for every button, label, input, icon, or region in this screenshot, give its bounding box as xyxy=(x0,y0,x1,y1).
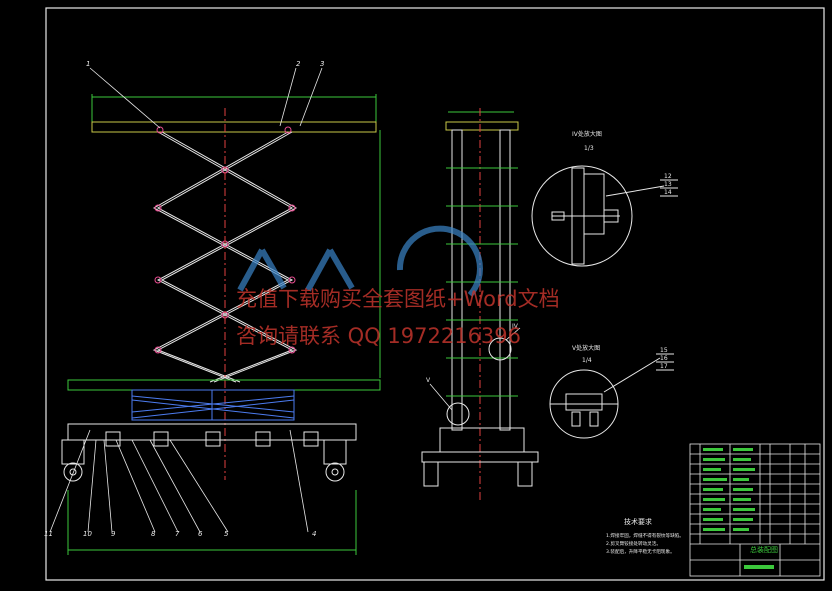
detail-view-v xyxy=(549,353,674,439)
part-number-9: 9 xyxy=(111,530,116,538)
part-number-8: 8 xyxy=(151,530,156,538)
part-number-14: 14 xyxy=(664,189,672,196)
part-number-12: 12 xyxy=(664,173,672,180)
detail-iv-scale: 1/3 xyxy=(584,145,594,152)
watermark-line-2: 咨询请联系 QQ 1972216396 xyxy=(236,324,522,348)
front-view xyxy=(49,67,381,555)
part-number-17: 17 xyxy=(660,363,668,370)
watermark-line-1: 充值下载购买全套图纸+Word文档 xyxy=(236,287,560,311)
part-number-4: 4 xyxy=(312,530,316,538)
detail-marker-iv: IV xyxy=(512,323,519,330)
drawing-border xyxy=(45,7,825,581)
scissor-arms xyxy=(152,131,298,383)
leader-lines xyxy=(49,67,323,533)
top-platform xyxy=(91,121,377,133)
side-view xyxy=(421,108,539,500)
tech-requirements-title: 技术要求 xyxy=(624,517,652,526)
part-number-11: 11 xyxy=(44,530,53,538)
tech-requirement-line: 2.剪叉臂铰接处转动灵活。 xyxy=(606,540,661,547)
drawing-title: 总装配图 xyxy=(750,545,778,554)
part-number-6: 6 xyxy=(198,530,203,538)
base-cutouts xyxy=(105,431,319,447)
detail-iv-title: IV处放大图 xyxy=(572,130,602,138)
title-block xyxy=(689,443,821,577)
caster-wheels xyxy=(61,439,347,482)
detail-v-title: V处放大图 xyxy=(572,344,600,352)
part-number-16: 16 xyxy=(660,355,668,362)
tech-requirement-line: 3.装配后，升降平稳无卡阻现象。 xyxy=(606,548,675,555)
parts-list-entries xyxy=(703,448,774,569)
watermark-logo xyxy=(237,225,483,297)
part-number-15: 15 xyxy=(660,347,668,354)
part-number-1: 1 xyxy=(86,60,90,68)
base-frame xyxy=(67,423,357,441)
part-number-10: 10 xyxy=(83,530,92,538)
detail-view-iv xyxy=(531,165,678,267)
detail-marker-iv-circle xyxy=(488,337,512,361)
lower-platform xyxy=(67,379,381,391)
tech-requirement-line: 1.焊接牢固，焊缝不得有裂纹等缺陷。 xyxy=(606,532,684,539)
detail-marker-v: V xyxy=(426,377,431,384)
detail-marker-v-circle xyxy=(446,402,470,426)
part-number-3: 3 xyxy=(320,60,324,68)
detail-v-scale: 1/4 xyxy=(582,357,592,364)
part-number-5: 5 xyxy=(224,530,229,538)
folded-mechanism xyxy=(131,389,295,421)
part-number-13: 13 xyxy=(664,181,672,188)
part-number-7: 7 xyxy=(175,530,180,538)
part-number-2: 2 xyxy=(296,60,301,68)
